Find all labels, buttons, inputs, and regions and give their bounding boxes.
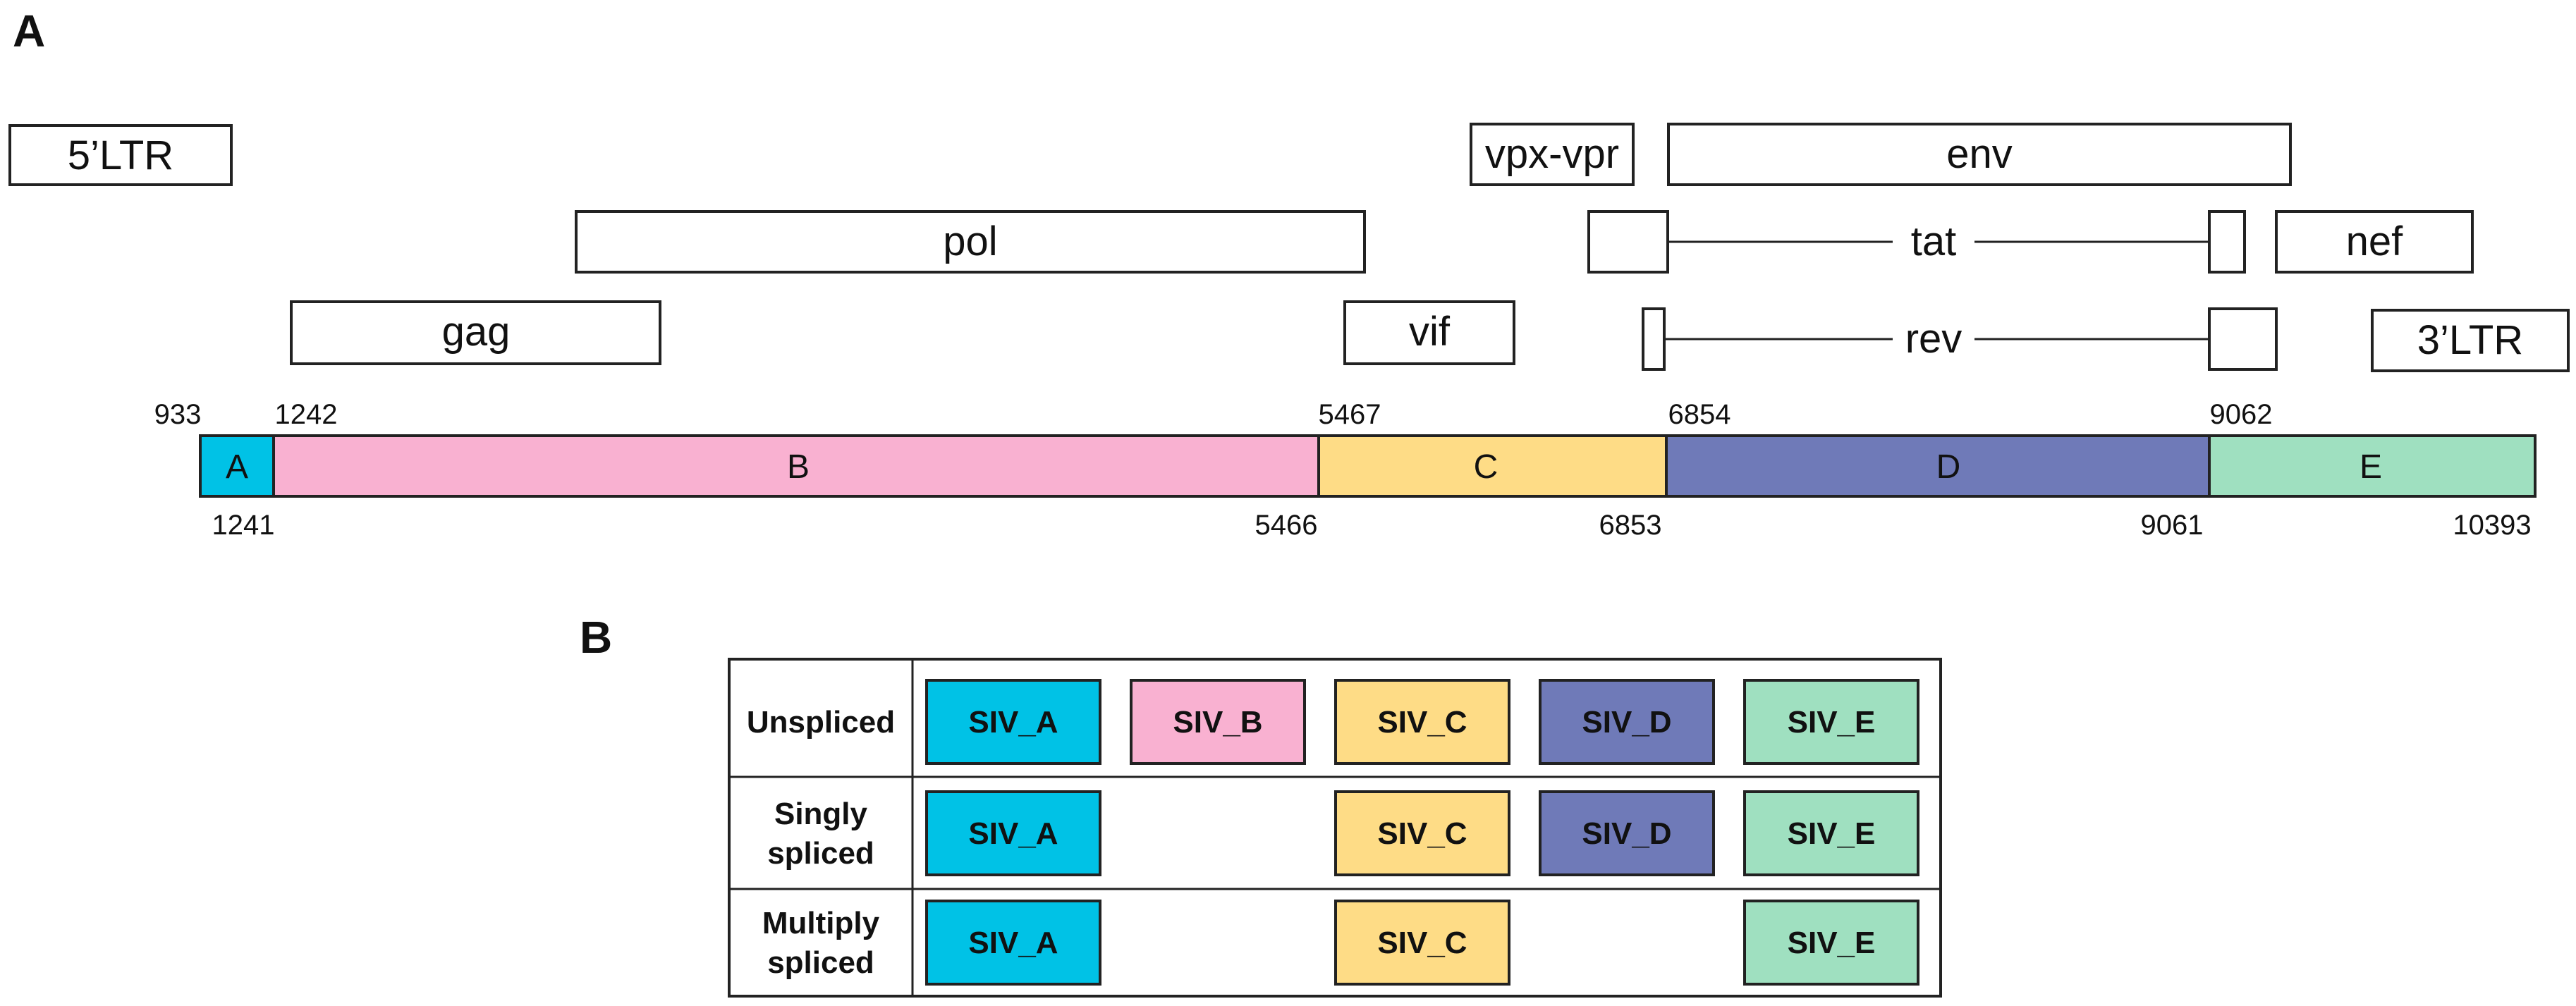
segment-a-start: 933 bbox=[154, 399, 202, 430]
segment-d-label: D bbox=[1936, 448, 1961, 486]
cell-box bbox=[925, 790, 1101, 876]
gene-gag: gag bbox=[290, 300, 661, 365]
cell-siv-a-row-2: SIV_A bbox=[925, 790, 1101, 876]
segment-c-label: C bbox=[1474, 448, 1498, 486]
gene-nef: nef bbox=[2275, 210, 2474, 274]
cell-box bbox=[1334, 679, 1510, 765]
cell-label: SIV_A bbox=[968, 705, 1058, 740]
cell-siv-d-row-2: SIV_D bbox=[1539, 790, 1715, 876]
gene-5ltr: 5’LTR bbox=[8, 124, 233, 186]
cell-siv-c-row-2: SIV_C bbox=[1334, 790, 1510, 876]
segment-b-label: B bbox=[787, 448, 810, 486]
gene-vpx-vpr: vpx-vpr bbox=[1470, 123, 1635, 186]
cell-label: SIV_D bbox=[1582, 816, 1671, 851]
panel-b-label: B bbox=[580, 612, 612, 663]
segment-c: C bbox=[1317, 434, 1668, 498]
gene-pol: pol bbox=[575, 210, 1366, 274]
segment-b-start: 1242 bbox=[275, 399, 338, 430]
table-cells: SIV_A SIV_B SIV_C SIV_D SIV_E SIV_A SIV_C SIV_D… bbox=[925, 679, 1919, 986]
segment-d: D bbox=[1665, 434, 2211, 498]
segment-d-end: 9061 bbox=[2141, 510, 2204, 541]
gene-env: env bbox=[1667, 123, 2292, 186]
cell-box bbox=[1130, 679, 1306, 765]
segment-a-end: 1241 bbox=[212, 510, 275, 541]
row-label-3-line-2: spliced bbox=[767, 945, 874, 980]
row-label-2-line-1: Singly bbox=[774, 797, 868, 831]
cell-siv-e-row-1: SIV_E bbox=[1743, 679, 1919, 765]
gene-vif-label: vif bbox=[1409, 309, 1451, 355]
row-label-2-line-2: spliced bbox=[767, 836, 874, 871]
segment-b: B bbox=[272, 434, 1320, 498]
cell-label: SIV_E bbox=[1788, 816, 1876, 851]
gene-tat-label: tat bbox=[1911, 219, 1957, 264]
cell-box bbox=[1743, 790, 1919, 876]
segment-a-label: A bbox=[226, 448, 248, 486]
row-label-1-line-1: Unspliced bbox=[747, 705, 895, 740]
gene-vif: vif bbox=[1343, 300, 1515, 365]
cell-siv-d-row-1: SIV_D bbox=[1539, 679, 1715, 765]
gene-3ltr-label: 3’LTR bbox=[2417, 317, 2523, 363]
cell-box bbox=[1334, 790, 1510, 876]
gene-gag-label: gag bbox=[442, 309, 511, 355]
cell-label: SIV_C bbox=[1377, 926, 1467, 960]
cell-box bbox=[925, 900, 1101, 986]
gene-vpx-vpr-label: vpx-vpr bbox=[1485, 131, 1619, 177]
cell-box bbox=[925, 679, 1101, 765]
segment-c-end: 6853 bbox=[1599, 510, 1662, 541]
row-label-3-line-1: Multiply bbox=[762, 906, 880, 940]
cell-siv-e-row-3: SIV_E bbox=[1743, 900, 1919, 986]
cell-box bbox=[1334, 900, 1510, 986]
gene-tat: tat bbox=[1587, 210, 2246, 274]
gene-3ltr: 3’LTR bbox=[2371, 309, 2570, 372]
cell-label: SIV_A bbox=[968, 926, 1058, 960]
segment-b-end: 5466 bbox=[1255, 510, 1318, 541]
cell-siv-b-row-1: SIV_B bbox=[1130, 679, 1306, 765]
cell-box bbox=[1743, 679, 1919, 765]
cell-box bbox=[1539, 790, 1715, 876]
gene-rev: rev bbox=[1642, 307, 2278, 371]
cell-siv-e-row-2: SIV_E bbox=[1743, 790, 1919, 876]
cell-label: SIV_C bbox=[1377, 705, 1467, 740]
cell-box bbox=[1539, 679, 1715, 765]
segment-c-start: 5467 bbox=[1319, 399, 1381, 430]
cell-siv-a-row-1: SIV_A bbox=[925, 679, 1101, 765]
gene-rev-label: rev bbox=[1905, 316, 1962, 362]
panel-a-label: A bbox=[13, 6, 45, 56]
gene-nef-label: nef bbox=[2346, 219, 2404, 264]
cell-siv-c-row-3: SIV_C bbox=[1334, 900, 1510, 986]
segment-e-start: 9062 bbox=[2210, 399, 2273, 430]
cell-label: SIV_D bbox=[1582, 705, 1671, 740]
gene-5ltr-label: 5’LTR bbox=[68, 133, 173, 178]
cell-siv-a-row-3: SIV_A bbox=[925, 900, 1101, 986]
cell-label: SIV_C bbox=[1377, 816, 1467, 851]
segment-d-start: 6854 bbox=[1668, 399, 1731, 430]
cell-label: SIV_B bbox=[1173, 705, 1262, 740]
cell-siv-c-row-1: SIV_C bbox=[1334, 679, 1510, 765]
segment-e-label: E bbox=[2360, 448, 2382, 486]
segment-a: A bbox=[199, 434, 275, 498]
gene-env-label: env bbox=[1946, 131, 2013, 177]
segment-e: E bbox=[2208, 434, 2537, 498]
cell-box bbox=[1743, 900, 1919, 986]
genome-bar: A B C D E bbox=[199, 434, 2537, 498]
cell-label: SIV_A bbox=[968, 816, 1058, 851]
cell-label: SIV_E bbox=[1788, 926, 1876, 960]
gene-pol-label: pol bbox=[943, 219, 997, 264]
segment-e-end: 10393 bbox=[2453, 510, 2531, 541]
cell-label: SIV_E bbox=[1788, 705, 1876, 740]
